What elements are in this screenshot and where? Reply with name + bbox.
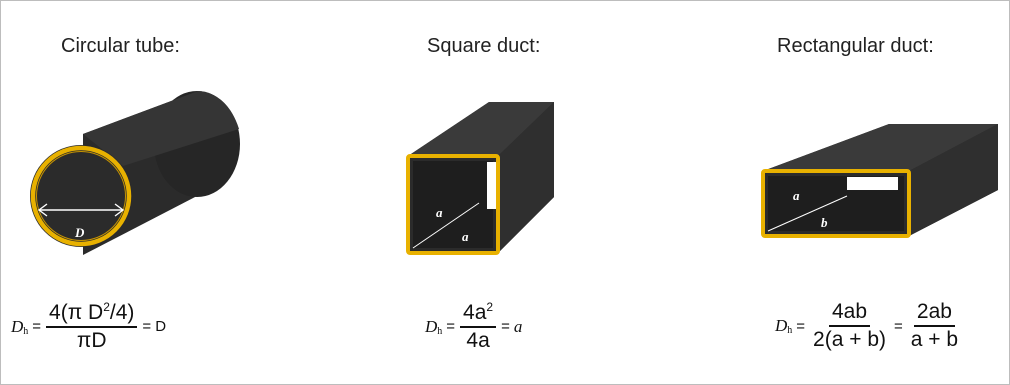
fraction-numerator: 4a2 bbox=[460, 301, 497, 329]
side-label-horizontal: a bbox=[462, 229, 469, 244]
diameter-label: D bbox=[74, 225, 85, 240]
formula-result: D bbox=[155, 318, 167, 336]
equals-sign: = bbox=[796, 317, 806, 335]
formula-fraction-first: 4ab 2(a + b) bbox=[810, 300, 889, 352]
square-duct-drawing: a a bbox=[406, 102, 554, 255]
diameter-arrow bbox=[37, 203, 125, 217]
equals-sign: = bbox=[142, 318, 152, 336]
tube-end-rim bbox=[30, 145, 132, 247]
equals-sign: = bbox=[894, 317, 903, 335]
fraction-numerator: 4(π D2/4) bbox=[46, 301, 138, 329]
side-label-b: b bbox=[821, 215, 828, 230]
circular-tube-drawing: D bbox=[30, 91, 240, 255]
circular-tube-formula: Dh = 4(π D2/4) πD = D bbox=[11, 301, 166, 352]
tube-body bbox=[83, 91, 240, 255]
formula-lhs: Dh bbox=[425, 316, 443, 337]
formula-fraction-second: 2ab a + b bbox=[908, 300, 961, 352]
rectangular-duct-formula: Dh = 4ab 2(a + b) = 2ab a + b bbox=[775, 300, 962, 352]
rectangular-duct-opening bbox=[761, 169, 911, 238]
square-duct-formula: Dh = 4a2 4a = a bbox=[425, 301, 522, 352]
formula-lhs: Dh bbox=[11, 316, 29, 337]
side-label-a: a bbox=[793, 188, 800, 203]
circular-tube-title: Circular tube: bbox=[61, 35, 180, 57]
rectangular-duct-drawing: a b bbox=[761, 124, 998, 238]
rectangular-duct-title: Rectangular duct: bbox=[777, 35, 934, 57]
square-duct-title: Square duct: bbox=[427, 35, 541, 57]
formula-fraction: 4a2 4a bbox=[460, 301, 497, 353]
fraction-denominator: 4a bbox=[466, 329, 490, 353]
equals-sign: = bbox=[446, 318, 456, 336]
fraction-denominator: a + b bbox=[910, 328, 959, 352]
fraction-denominator: πD bbox=[76, 329, 107, 353]
rectangular-duct-panel: Rectangular duct: a b Dh = 4ab 2(a + b bbox=[671, 1, 1009, 384]
equals-sign: = bbox=[32, 318, 42, 336]
side-label-vertical: a bbox=[436, 205, 443, 220]
equals-sign: = bbox=[501, 318, 510, 336]
fraction-denominator: 2(a + b) bbox=[813, 328, 887, 352]
fraction-numerator: 4ab bbox=[829, 300, 871, 328]
circular-tube-panel: Circular tube: D Dh = 4(π D2/ bbox=[1, 1, 331, 384]
formula-fraction: 4(π D2/4) πD bbox=[46, 301, 138, 353]
fraction-numerator: 2ab bbox=[913, 300, 955, 328]
square-duct-opening bbox=[406, 154, 500, 255]
square-duct-panel: Square duct: a a Dh = 4a2 4a bbox=[331, 1, 671, 384]
formula-result: a bbox=[513, 316, 523, 336]
formula-lhs: Dh bbox=[775, 316, 793, 337]
